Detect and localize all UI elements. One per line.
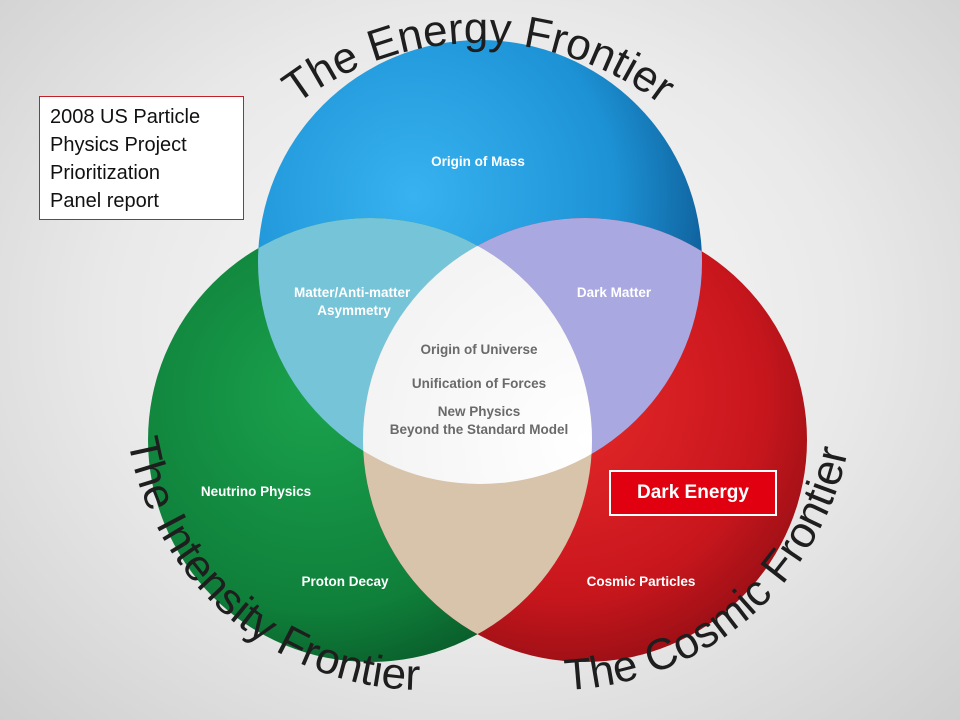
triple-overlap (363, 218, 592, 484)
neutrino-physics-label: Neutrino Physics (201, 484, 311, 499)
center-label-beyond-standard-model: Beyond the Standard Model (390, 422, 569, 437)
note-line: Panel report (50, 190, 159, 212)
matter-antimatter-label: Matter/Anti-matter Asymmetry (294, 285, 414, 318)
cosmic-particles-label: Cosmic Particles (587, 574, 696, 589)
proton-decay-label: Proton Decay (301, 574, 389, 589)
note-line: Physics Project (50, 134, 187, 156)
center-label-unification: Unification of Forces (412, 376, 546, 391)
note-line: 2008 US Particle (50, 106, 201, 128)
dark-energy-label: Dark Energy (637, 482, 749, 503)
dark-energy-callout: Dark Energy (609, 470, 777, 516)
center-label-new-physics: New Physics (438, 404, 521, 419)
note-line: Prioritization (50, 162, 161, 184)
center-label-origin-of-universe: Origin of Universe (420, 342, 538, 357)
report-note-box: 2008 US Particle Physics Project Priorit… (39, 96, 244, 220)
origin-of-mass-label: Origin of Mass (431, 154, 525, 169)
dark-matter-label: Dark Matter (577, 285, 652, 300)
